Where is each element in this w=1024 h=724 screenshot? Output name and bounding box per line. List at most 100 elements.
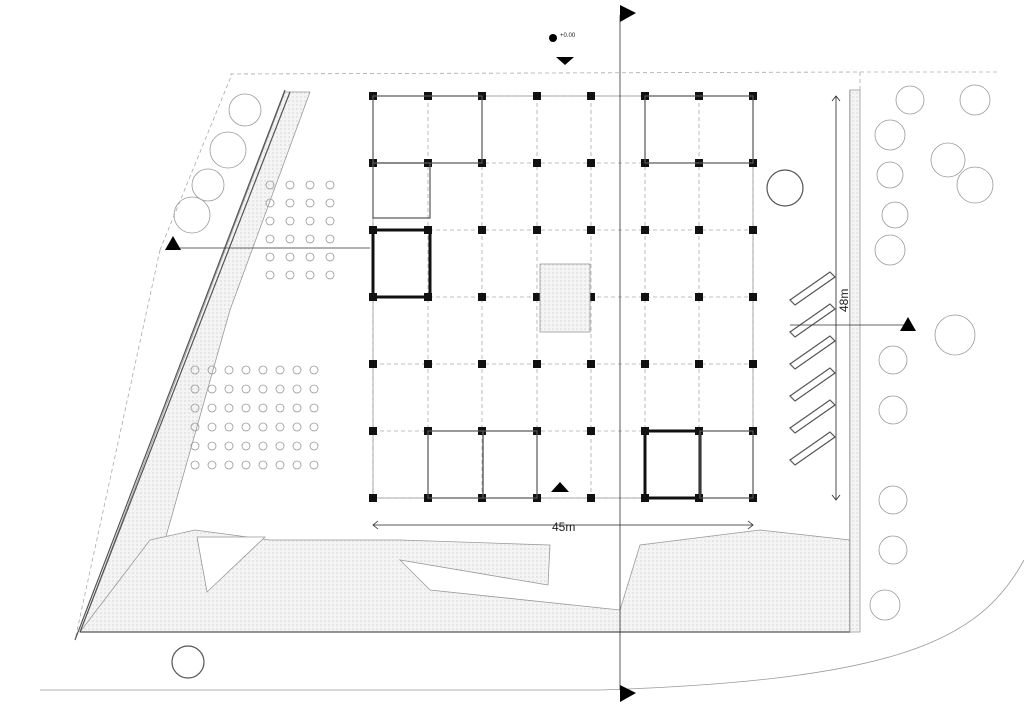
table <box>207 365 217 375</box>
table <box>241 422 251 432</box>
room-toilets <box>372 162 431 219</box>
table <box>275 460 285 470</box>
table <box>325 252 335 262</box>
table <box>292 422 302 432</box>
table <box>190 460 200 470</box>
site-boundary <box>74 71 1000 641</box>
tree <box>191 168 225 202</box>
table <box>285 234 295 244</box>
column <box>533 92 541 100</box>
table <box>325 234 335 244</box>
column <box>369 494 377 502</box>
section-arrow-bottom <box>620 685 636 702</box>
table <box>241 384 251 394</box>
column <box>533 360 541 368</box>
table <box>190 441 200 451</box>
site-edge-right <box>40 559 1024 691</box>
table <box>275 403 285 413</box>
column <box>749 226 757 234</box>
room-southwest <box>427 430 484 499</box>
tree <box>878 485 908 515</box>
table <box>224 403 234 413</box>
spiral-stair-northeast <box>766 169 804 207</box>
column <box>749 360 757 368</box>
column <box>749 293 757 301</box>
column <box>533 159 541 167</box>
table <box>292 441 302 451</box>
dimension-width-label: 45m <box>552 520 575 534</box>
table <box>190 365 200 375</box>
room-southeast <box>699 430 754 499</box>
cafe-seating <box>190 180 335 470</box>
column <box>478 360 486 368</box>
bike-rack <box>789 303 836 338</box>
table <box>309 384 319 394</box>
section-arrow-east <box>900 317 916 331</box>
entrance-arrow-north <box>556 57 574 65</box>
bike-rack <box>789 335 836 370</box>
entrance-arrow-south <box>551 482 569 492</box>
column <box>587 159 595 167</box>
tree <box>934 314 976 356</box>
column <box>695 226 703 234</box>
stair-core-west <box>371 228 432 299</box>
stair-core-east <box>643 429 702 500</box>
table <box>241 365 251 375</box>
table <box>309 460 319 470</box>
table <box>292 460 302 470</box>
column <box>587 494 595 502</box>
table <box>258 384 268 394</box>
table <box>305 234 315 244</box>
table <box>224 441 234 451</box>
table <box>190 403 200 413</box>
east-strip <box>849 89 861 633</box>
table <box>305 198 315 208</box>
table <box>285 252 295 262</box>
tree <box>895 85 925 115</box>
level-marker-icon <box>549 34 557 42</box>
column <box>587 360 595 368</box>
tree <box>878 395 908 425</box>
bike-racks <box>789 271 836 466</box>
level-marker-text: +0.00 <box>560 33 576 39</box>
table <box>275 384 285 394</box>
dimension-depth-label: 48m <box>837 289 851 312</box>
section-arrow-top <box>620 5 636 22</box>
table <box>285 216 295 226</box>
tree <box>874 234 906 266</box>
table <box>309 422 319 432</box>
bike-rack <box>789 399 836 434</box>
table <box>241 460 251 470</box>
table <box>285 180 295 190</box>
table <box>275 365 285 375</box>
table <box>305 252 315 262</box>
tree <box>878 345 908 375</box>
column <box>695 360 703 368</box>
table <box>305 270 315 280</box>
table <box>309 441 319 451</box>
tree <box>209 131 247 169</box>
table <box>258 422 268 432</box>
table <box>325 180 335 190</box>
tree <box>876 161 904 189</box>
tree <box>869 589 901 621</box>
table <box>325 270 335 280</box>
tree <box>959 84 991 116</box>
trees <box>173 84 994 621</box>
table <box>292 403 302 413</box>
table <box>265 252 275 262</box>
table <box>207 460 217 470</box>
table <box>275 422 285 432</box>
table <box>190 384 200 394</box>
table <box>258 365 268 375</box>
column <box>478 226 486 234</box>
table <box>224 384 234 394</box>
column <box>587 427 595 435</box>
table <box>265 198 275 208</box>
table <box>275 441 285 451</box>
atrium-void <box>539 263 591 333</box>
table <box>285 270 295 280</box>
table <box>258 403 268 413</box>
table <box>285 198 295 208</box>
